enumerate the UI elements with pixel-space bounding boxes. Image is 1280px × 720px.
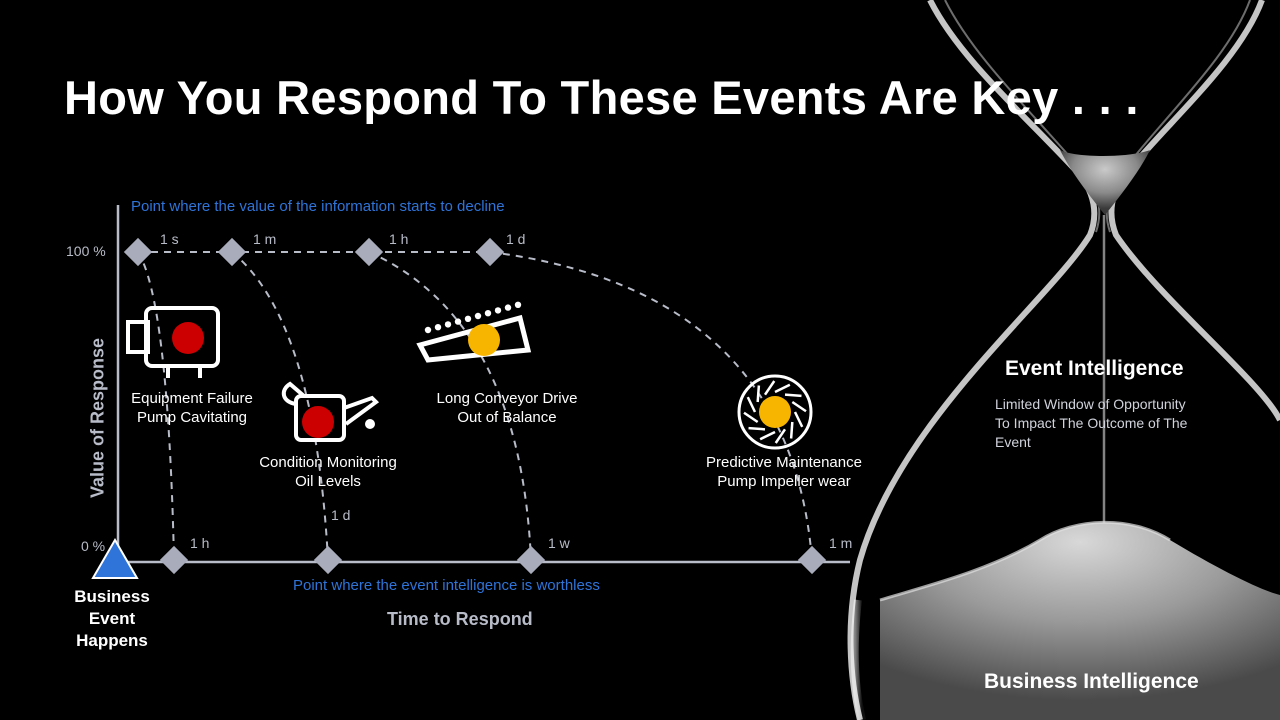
impeller-blade-icon	[746, 396, 757, 413]
event-caption-line: Predictive Maintenance	[706, 454, 862, 471]
oil-drop-icon	[365, 419, 375, 429]
bottom-marker-1w	[516, 545, 546, 575]
event-caption-line: Pump Impeller wear	[717, 473, 851, 490]
top-marker-label-1s: 1 s	[160, 231, 179, 247]
impeller-blade-icon	[791, 400, 807, 413]
origin-label-line: Business	[74, 587, 150, 606]
impeller-blade-icon	[789, 421, 794, 439]
business-intelligence-label: Business Intelligence	[984, 670, 1199, 693]
impeller-blade-icon	[784, 393, 802, 398]
status-dot-yellow	[468, 324, 500, 356]
top-marker-1d	[475, 237, 505, 267]
event-caption-condition-monitoring: Condition Monitoring Oil Levels	[259, 453, 397, 491]
description-line: To Impact The Outcome of The	[995, 415, 1188, 431]
decline-curve-1s-1h	[137, 251, 175, 561]
bottom-note: Point where the event intelligence is wo…	[293, 577, 600, 594]
description-line: Limited Window of Opportunity	[995, 396, 1186, 412]
impeller-blade-icon	[743, 411, 759, 424]
pump-flange-icon	[126, 320, 150, 354]
event-intelligence-description: Limited Window of Opportunity To Impact …	[995, 395, 1187, 452]
decline-curve-1d-1m	[489, 251, 813, 561]
event-caption-line: Out of Balance	[457, 409, 557, 426]
event-caption-conveyor: Long Conveyor Drive Out of Balance	[437, 389, 578, 427]
conveyor-material-icon	[424, 326, 432, 334]
event-caption-line: Oil Levels	[295, 473, 361, 490]
conveyor-material-icon	[514, 301, 522, 308]
top-marker-label-1h: 1 h	[389, 231, 409, 247]
impeller-blade-icon	[756, 385, 761, 403]
oil-handle-icon	[281, 381, 306, 406]
origin-label-line: Event	[88, 609, 136, 628]
bottom-marker-1m	[797, 545, 827, 575]
page-title: How You Respond To These Events Are Key …	[64, 71, 1139, 124]
conveyor-material-icon	[494, 307, 502, 314]
description-line: Event	[995, 434, 1031, 450]
bottom-marker-label-1w: 1 w	[548, 535, 570, 551]
oil-spout-icon	[343, 395, 380, 426]
bottom-marker-1h	[159, 545, 189, 575]
top-marker-1s	[123, 237, 153, 267]
status-dot-red	[172, 322, 204, 354]
origin-label-line: Happens	[76, 631, 148, 650]
conveyor-material-icon	[454, 318, 462, 325]
impeller-icon	[737, 374, 813, 450]
event-caption-equipment-failure: Equipment Failure Pump Cavitating	[131, 389, 253, 427]
y-axis-bottom-label: 0 %	[81, 538, 106, 554]
impeller-blade-icon	[748, 426, 766, 431]
bottom-marker-label-1d: 1 d	[331, 507, 351, 523]
conveyor-material-icon	[444, 321, 452, 328]
x-axis-title: Time to Respond	[387, 609, 533, 629]
decline-curve-1m-1d	[231, 251, 329, 561]
conveyor-material-icon	[504, 304, 512, 311]
impeller-blade-icon	[774, 383, 791, 394]
status-dot-red	[302, 406, 334, 438]
bottom-marker-label-1h: 1 h	[190, 535, 210, 551]
origin-triangle	[91, 538, 139, 579]
event-caption-line: Pump Cavitating	[136, 409, 248, 426]
conveyor-material-icon	[484, 310, 492, 317]
conveyor-material-icon	[434, 324, 442, 331]
event-caption-line: Long Conveyor Drive	[436, 390, 578, 407]
conveyor-material-icon	[464, 315, 472, 322]
origin-label: Business Event Happens	[74, 586, 150, 652]
top-note: Point where the value of the information…	[131, 198, 505, 215]
y-axis-top-label: 100 %	[66, 243, 106, 259]
event-caption-line: Condition Monitoring	[259, 454, 397, 471]
impeller-blade-icon	[763, 380, 776, 396]
conveyor-material-icon	[474, 312, 482, 320]
top-marker-label-1d: 1 d	[506, 231, 526, 247]
event-caption-line: Equipment Failure	[131, 390, 253, 407]
impeller-blade-icon	[774, 428, 787, 444]
status-dot-yellow	[759, 396, 791, 428]
bottom-marker-1d	[313, 545, 343, 575]
decline-curve-1h-1w	[368, 251, 532, 561]
top-marker-label-1m: 1 m	[253, 231, 277, 247]
oil-can-icon	[294, 394, 346, 442]
top-marker-1h	[354, 237, 384, 267]
y-axis-title: Value of Response	[87, 337, 108, 499]
event-intelligence-heading: Event Intelligence	[1005, 357, 1184, 380]
impeller-blade-icon	[759, 430, 776, 441]
event-caption-predictive-maintenance: Predictive Maintenance Pump Impeller wea…	[706, 453, 862, 491]
bottom-marker-label-1m: 1 m	[829, 535, 853, 551]
impeller-blade-icon	[793, 411, 804, 428]
